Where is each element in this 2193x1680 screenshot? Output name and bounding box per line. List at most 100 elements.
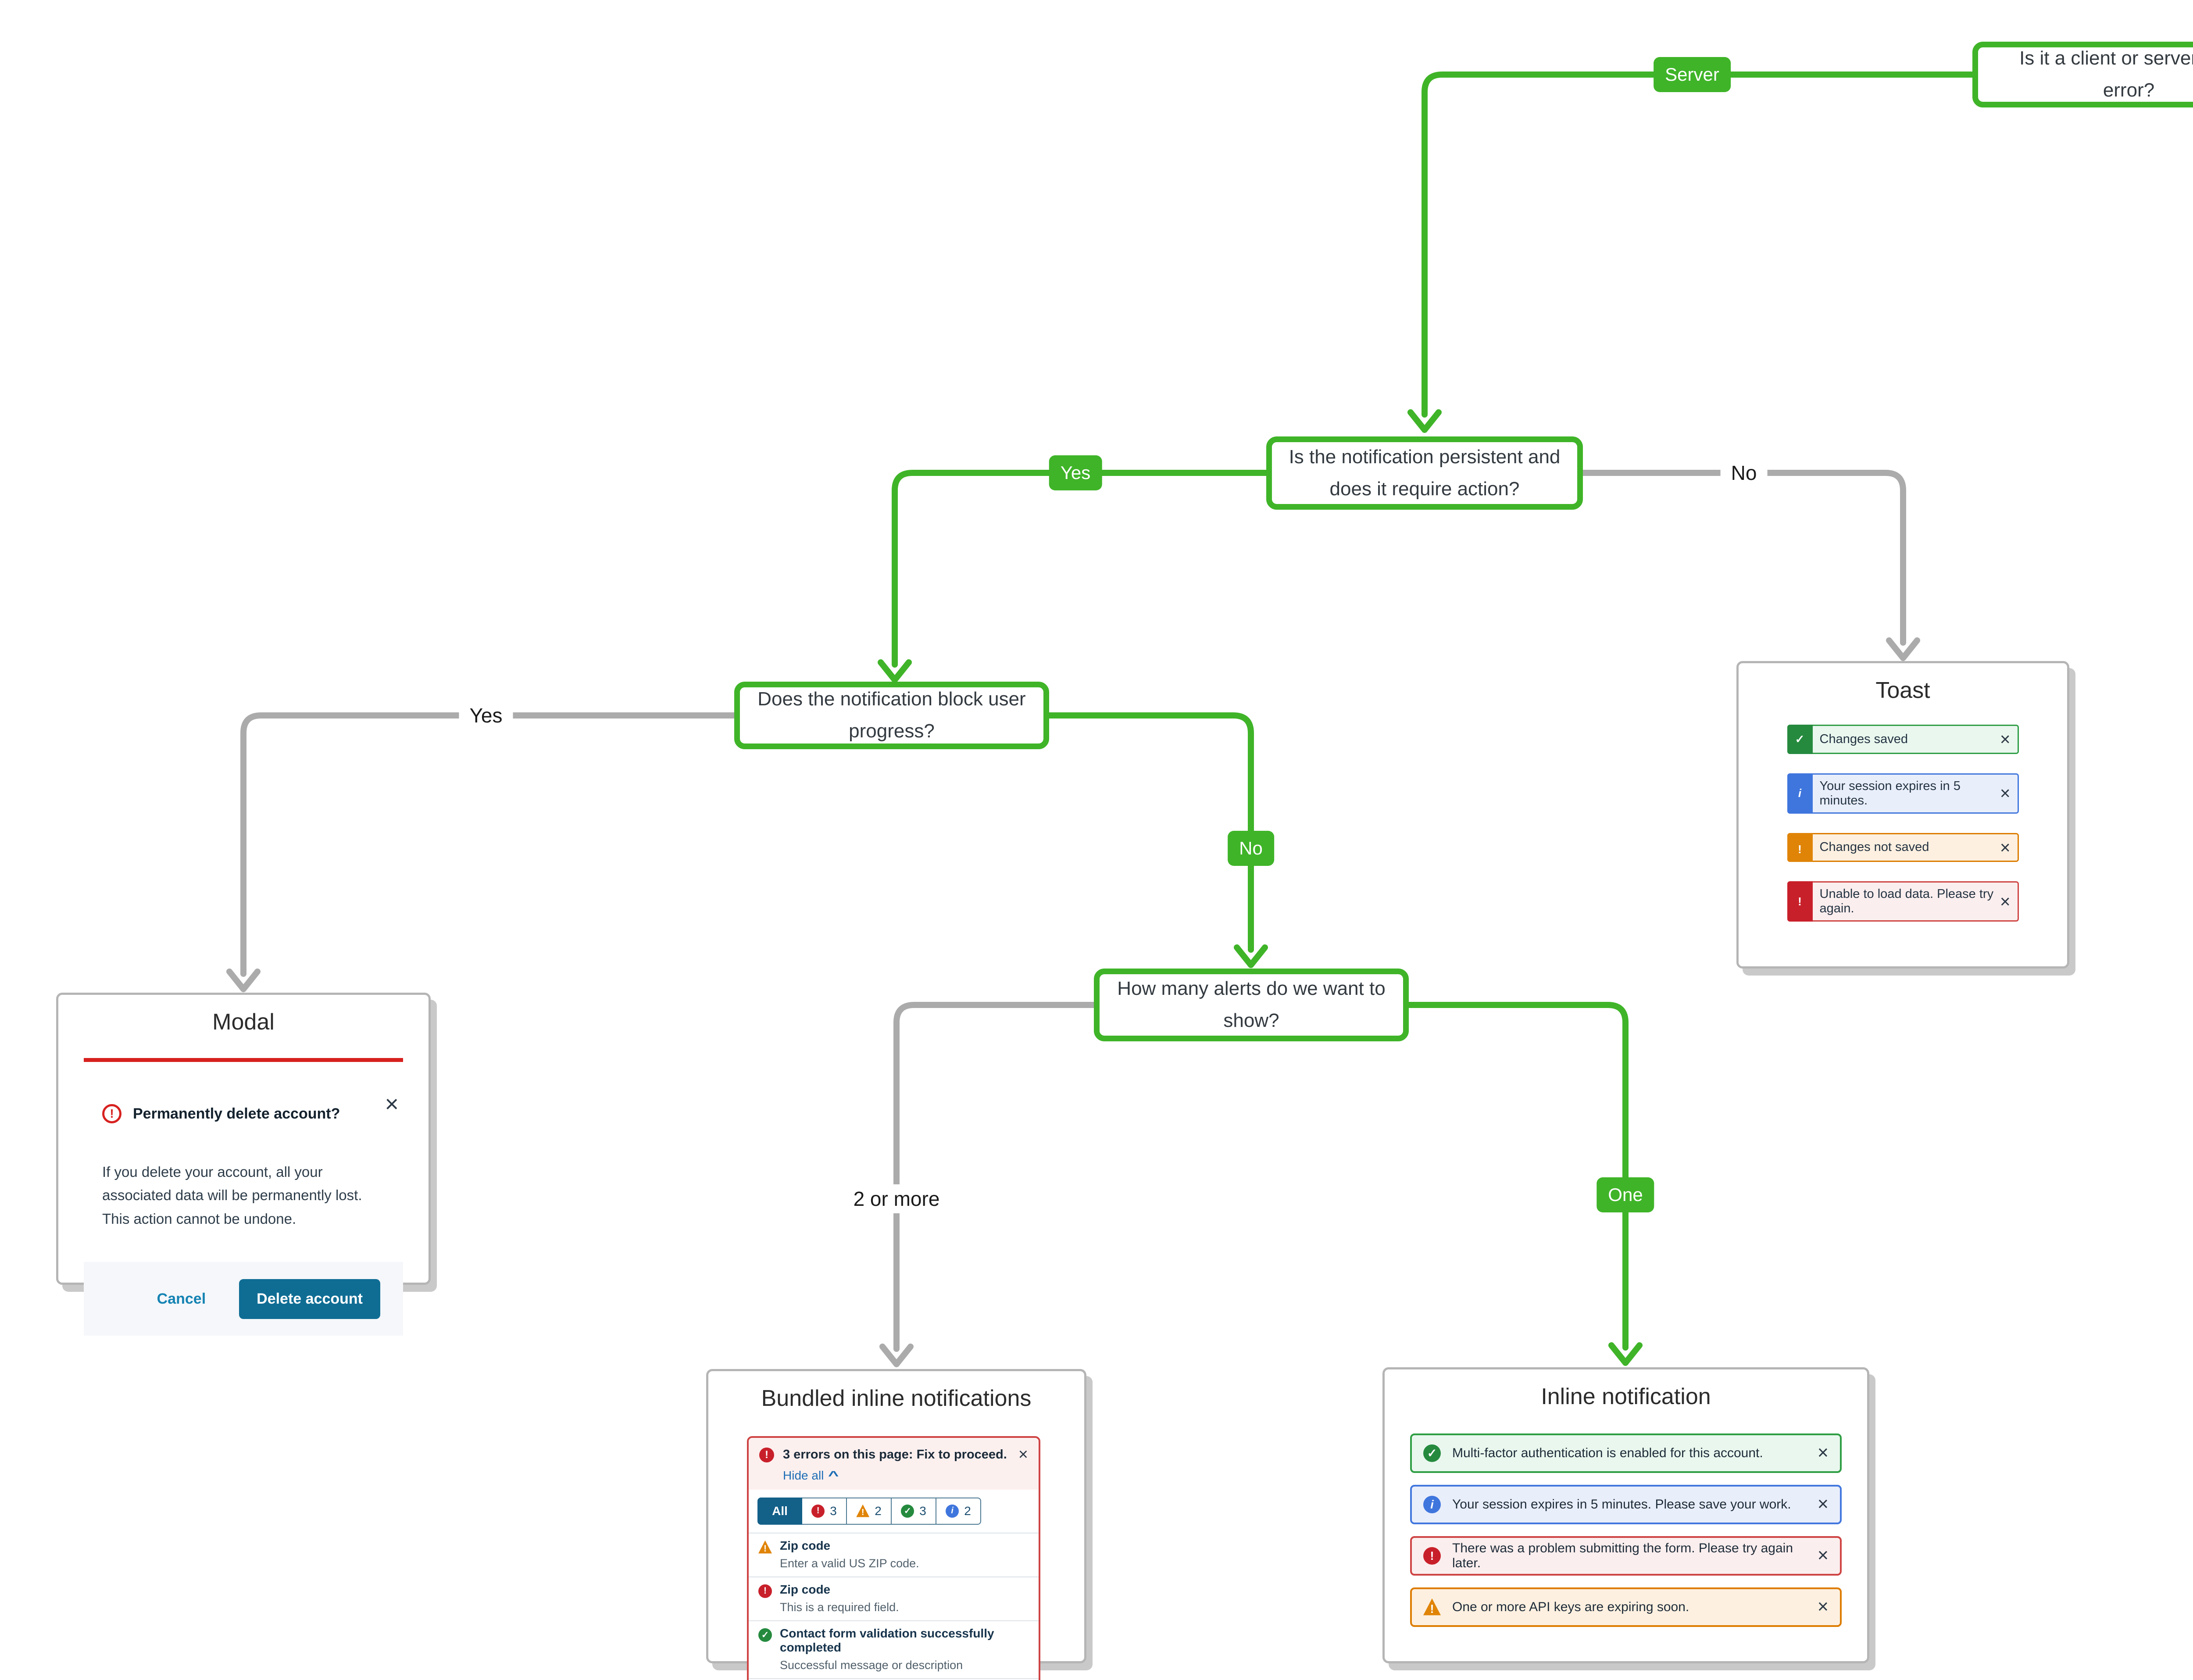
toast-status-bar xyxy=(1787,881,1813,922)
item-description: Successful message or description xyxy=(780,1658,963,1672)
bundled-title: Bundled inline notifications xyxy=(761,1386,1032,1411)
toast-message: Your session expires in 5 minutes. xyxy=(1819,779,1961,808)
close-icon[interactable] xyxy=(1818,1598,1829,1616)
close-icon[interactable] xyxy=(1818,1546,1829,1565)
warning-icon xyxy=(758,1540,772,1554)
hide-all-link[interactable]: Hide all^ xyxy=(783,1468,839,1482)
banner-message: Your session expires in 5 minutes. Pleas… xyxy=(1452,1497,1791,1512)
success-icon xyxy=(1423,1444,1441,1462)
bundled-summary: 3 errors on this page: Fix to proceed. xyxy=(783,1448,1007,1462)
filter-successes[interactable]: 3 xyxy=(892,1497,936,1525)
bundled-notifications-card: Bundled inline notifications 3 errors on… xyxy=(706,1369,1086,1680)
info-icon xyxy=(1423,1496,1441,1513)
toast-info: Your session expires in 5 minutes. xyxy=(1787,773,2019,814)
filter-errors[interactable]: 3 xyxy=(802,1497,847,1525)
toast-message: Changes saved xyxy=(1819,732,1908,746)
cancel-button[interactable]: Cancel xyxy=(157,1290,206,1307)
delete-account-button[interactable]: Delete account xyxy=(239,1279,380,1319)
close-icon[interactable] xyxy=(2000,893,2011,911)
edge-server xyxy=(1407,71,1975,433)
item-description: Enter a valid US ZIP code. xyxy=(780,1556,919,1570)
warning-icon xyxy=(1423,1598,1441,1616)
node-alert-count: How many alerts do we want to show? xyxy=(1094,969,1409,1041)
filter-all[interactable]: All xyxy=(757,1497,802,1525)
toast-success: Changes saved xyxy=(1787,725,2019,754)
filter-warnings[interactable]: 2 xyxy=(847,1497,892,1525)
edge-label-persistent-no: No xyxy=(1720,458,1768,487)
close-icon[interactable] xyxy=(1818,1444,1829,1462)
close-icon[interactable] xyxy=(385,1092,399,1116)
error-icon xyxy=(811,1504,825,1518)
toast-card: Toast Changes saved Your session expires… xyxy=(1736,661,2069,969)
edge-label-one: One xyxy=(1597,1177,1654,1212)
success-icon xyxy=(758,1628,772,1642)
bundled-item-success: Contact form validation successfully com… xyxy=(749,1620,1039,1678)
edge-label-blocks-yes: Yes xyxy=(459,701,513,730)
error-icon xyxy=(1423,1547,1441,1565)
toast-status-bar xyxy=(1787,833,1813,862)
edge-label-persistent-yes: Yes xyxy=(1049,455,1102,490)
inline-title: Inline notification xyxy=(1541,1384,1711,1409)
error-icon xyxy=(759,1447,774,1462)
modal-top-rule xyxy=(84,1058,403,1062)
node-blocks-progress: Does the notification block user progres… xyxy=(734,682,1049,749)
modal-footer: Cancel Delete account xyxy=(84,1262,403,1336)
info-icon xyxy=(1792,785,1808,802)
edge-persistent-yes xyxy=(878,470,1269,683)
error-icon xyxy=(758,1584,772,1598)
inline-banner-warning: One or more API keys are expiring soon. xyxy=(1410,1587,1842,1627)
modal-dialog: ! Permanently delete account? If you del… xyxy=(84,1058,403,1336)
item-title[interactable]: Zip code xyxy=(780,1538,831,1552)
bundled-item-error: Zip code This is a required field. xyxy=(749,1576,1039,1620)
toast-title: Toast xyxy=(1875,678,1930,703)
bundled-header: 3 errors on this page: Fix to proceed. H… xyxy=(749,1438,1039,1490)
banner-message: There was a problem submitting the form.… xyxy=(1452,1541,1793,1570)
inline-banner-error: There was a problem submitting the form.… xyxy=(1410,1536,1842,1576)
edge-label-two-or-more: 2 or more xyxy=(843,1184,950,1213)
close-icon[interactable] xyxy=(2000,730,2011,748)
modal-card: Modal ! Permanently delete account? If y… xyxy=(56,993,431,1336)
inline-banner-info: Your session expires in 5 minutes. Pleas… xyxy=(1410,1485,1842,1524)
close-icon[interactable] xyxy=(2000,839,2011,857)
bundled-item-warning: Zip code Enter a valid US ZIP code. xyxy=(749,1532,1039,1576)
edge-label-server: Server xyxy=(1654,57,1731,92)
success-icon xyxy=(1792,731,1808,747)
success-icon xyxy=(901,1504,914,1518)
node-persistent: Is the notification persistent and does … xyxy=(1266,436,1583,510)
chevron-up-icon: ^ xyxy=(828,1468,839,1482)
modal-body-text: If you delete your account, all your ass… xyxy=(102,1164,362,1227)
close-icon[interactable] xyxy=(1018,1447,1028,1463)
inline-banner-success: Multi-factor authentication is enabled f… xyxy=(1410,1433,1842,1473)
edge-count-two-or-more xyxy=(879,1002,1097,1367)
node-error-source: Is it a client or server side error? xyxy=(1972,42,2193,107)
error-icon xyxy=(1792,893,1808,910)
close-icon[interactable] xyxy=(2000,784,2011,802)
warning-icon xyxy=(856,1504,870,1517)
inline-notification-card: Inline notification Multi-factor authent… xyxy=(1382,1367,1869,1663)
edge-label-blocks-no: No xyxy=(1228,831,1274,866)
toast-warning: Changes not saved xyxy=(1787,833,2019,862)
edge-blocks-yes xyxy=(226,712,737,992)
item-title[interactable]: Zip code xyxy=(780,1582,831,1596)
modal-title: Modal xyxy=(212,1009,275,1035)
edge-persistent-no xyxy=(1580,470,1920,661)
banner-message: Multi-factor authentication is enabled f… xyxy=(1452,1446,1763,1460)
close-icon[interactable] xyxy=(1818,1495,1829,1514)
edge-count-one xyxy=(1406,1002,1643,1366)
filter-infos[interactable]: 2 xyxy=(936,1497,981,1525)
item-title[interactable]: Contact form validation successfully com… xyxy=(780,1626,994,1654)
toast-message: Changes not saved xyxy=(1819,840,1929,854)
info-icon xyxy=(946,1504,959,1518)
bundled-filter-tabs: All 3 2 3 2 xyxy=(749,1489,1039,1533)
toast-error: Unable to load data. Please try again. xyxy=(1787,881,2019,922)
bundled-panel: 3 errors on this page: Fix to proceed. H… xyxy=(747,1436,1040,1680)
toast-message: Unable to load data. Please try again. xyxy=(1819,887,1994,915)
toast-status-bar xyxy=(1787,773,1813,814)
toast-status-bar xyxy=(1787,725,1813,754)
warning-icon xyxy=(1792,839,1808,855)
modal-heading: Permanently delete account? xyxy=(133,1105,340,1122)
error-outline-icon: ! xyxy=(102,1104,121,1123)
edge-blocks-no xyxy=(1046,712,1268,968)
